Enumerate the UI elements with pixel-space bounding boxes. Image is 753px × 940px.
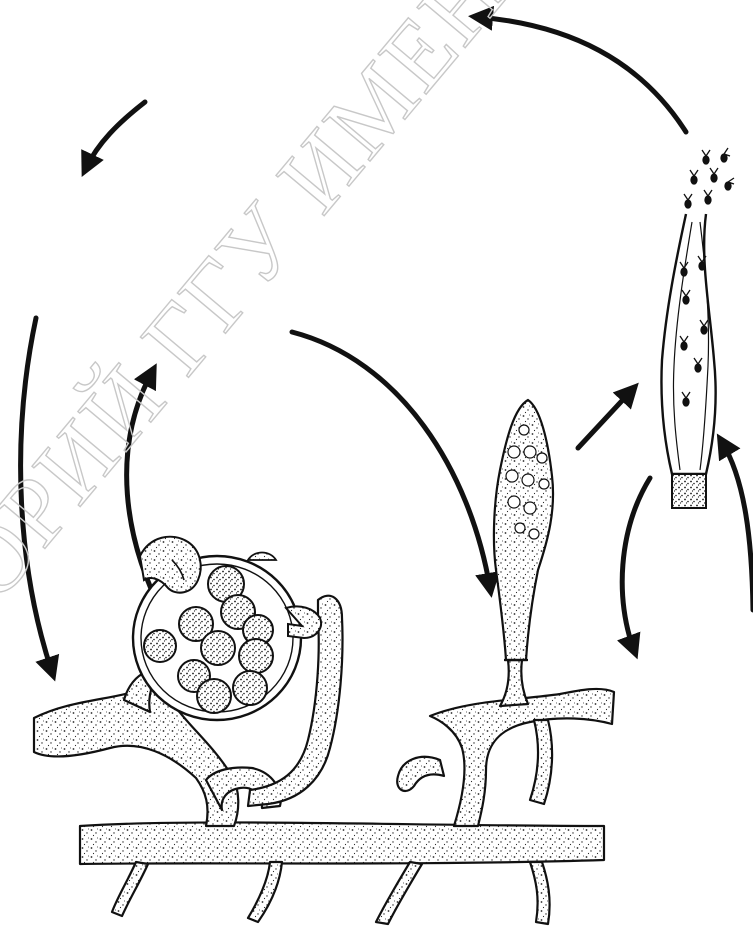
oospore	[239, 639, 273, 673]
mature-sporangium-wall	[661, 214, 715, 474]
curved-arrow-icon	[86, 102, 145, 168]
main-hypha	[80, 822, 604, 864]
oospore	[201, 631, 235, 665]
biflagellate-zoospore-icon	[725, 178, 734, 190]
curved-arrow-icon	[622, 478, 650, 650]
oospore	[144, 630, 176, 662]
biflagellate-zoospore-icon	[704, 190, 712, 204]
rhizoid	[376, 862, 422, 924]
rhizoid	[112, 862, 148, 916]
mature-sporangium	[661, 148, 734, 508]
rhizoid	[248, 862, 282, 922]
biflagellate-zoospore-icon	[721, 148, 730, 162]
cycle-arrows	[21, 17, 753, 672]
curved-arrow-icon	[292, 332, 490, 588]
rhizoid	[530, 862, 550, 924]
biflagellate-zoospore-icon	[702, 150, 710, 164]
right-hypha-branch	[530, 720, 552, 804]
biflagellate-zoospore-icon	[710, 168, 718, 182]
right-hypha-hook	[397, 757, 444, 791]
biflagellate-zoospore-icon	[690, 170, 698, 184]
oospore	[197, 679, 231, 713]
oogonium-bulge	[248, 553, 276, 561]
released-zoospores	[684, 148, 734, 208]
curved-arrow-icon	[722, 442, 753, 610]
oogonium	[133, 537, 321, 720]
straight-arrow-icon	[578, 390, 632, 448]
young-sporangium	[494, 400, 553, 660]
biflagellate-zoospore-icon	[684, 194, 692, 208]
sporangium-stalk	[500, 660, 528, 706]
right-hypha	[430, 689, 614, 826]
curved-arrow-icon	[21, 318, 52, 672]
curved-arrow-icon	[478, 17, 686, 132]
sporangium-base	[672, 474, 706, 508]
oospore	[233, 671, 267, 705]
